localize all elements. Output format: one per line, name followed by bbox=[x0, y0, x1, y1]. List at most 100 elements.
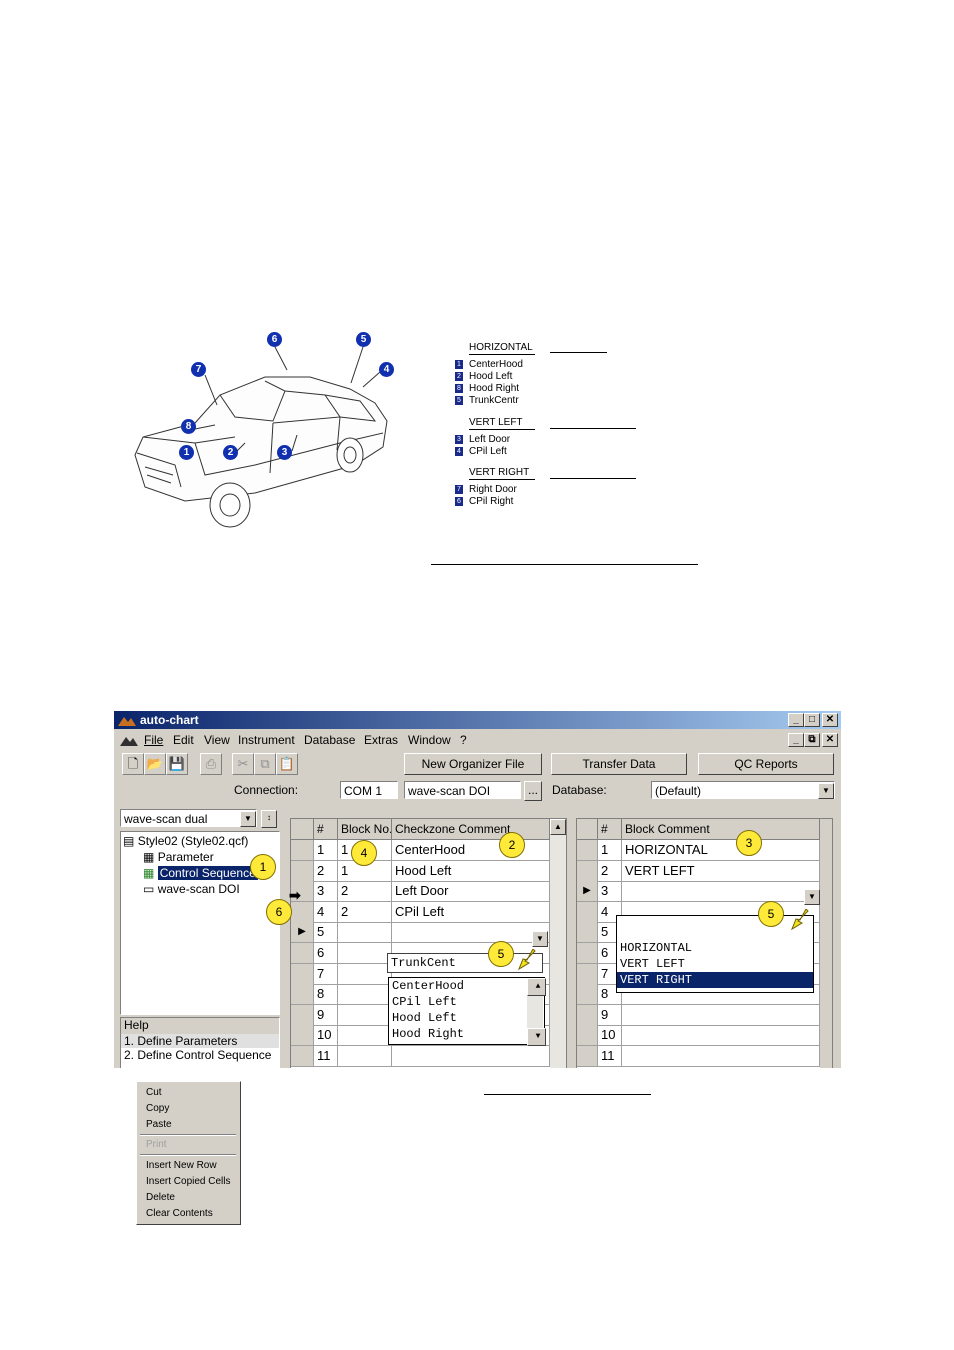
help-item[interactable]: 2. Define Control Sequence bbox=[124, 1048, 272, 1062]
row-selector[interactable] bbox=[577, 840, 598, 861]
close-button[interactable]: ✕ bbox=[822, 713, 838, 727]
tree-item-instrument[interactable]: ▭ wave-scan DOI bbox=[143, 882, 240, 896]
row-selector[interactable] bbox=[291, 881, 314, 903]
menu-instrument[interactable]: Instrument bbox=[238, 733, 295, 747]
tree-root[interactable]: ▤ Style02 (Style02.qcf) bbox=[123, 834, 249, 848]
cell-checkzone-comment[interactable]: CPil Left bbox=[392, 901, 550, 923]
row-selector[interactable] bbox=[577, 1004, 598, 1026]
splitter[interactable] bbox=[282, 807, 290, 1068]
cell-block-no[interactable] bbox=[338, 1004, 392, 1026]
row-selector[interactable] bbox=[577, 860, 598, 882]
browse-button[interactable]: ... bbox=[524, 781, 542, 801]
cell-checkzone-comment[interactable] bbox=[392, 1025, 550, 1047]
row-selector[interactable]: ▶ bbox=[577, 881, 598, 903]
cut-icon[interactable]: ✂ bbox=[232, 753, 254, 775]
menu-item-insert-new-row[interactable]: Insert New Row bbox=[146, 1160, 217, 1171]
doc-minimize-button[interactable]: _ bbox=[788, 733, 804, 747]
cell-block-comment[interactable] bbox=[622, 881, 820, 903]
help-item[interactable]: 1. Define Parameters bbox=[121, 1034, 279, 1048]
row-selector[interactable] bbox=[577, 943, 598, 964]
cell-block-no[interactable]: 2 bbox=[338, 881, 392, 903]
row-selector[interactable] bbox=[291, 943, 314, 964]
dropdown-option[interactable]: Hood Left bbox=[392, 1011, 457, 1025]
cell-block-comment[interactable] bbox=[622, 984, 820, 1006]
chevron-down-icon[interactable]: ▼ bbox=[804, 889, 820, 905]
connection-device-field[interactable]: wave-scan DOI bbox=[404, 781, 521, 799]
dropdown-option-selected[interactable]: VERT RIGHT bbox=[617, 972, 813, 988]
menu-item-paste[interactable]: Paste bbox=[146, 1119, 172, 1130]
maximize-button[interactable]: □ bbox=[804, 713, 820, 727]
row-selector[interactable] bbox=[577, 901, 598, 923]
cell-checkzone-comment[interactable]: CenterHood bbox=[392, 840, 550, 861]
menu-file[interactable]: File bbox=[144, 733, 164, 747]
save-icon[interactable]: 💾 bbox=[166, 753, 188, 775]
cell-block-no[interactable] bbox=[338, 963, 392, 985]
dropdown-scrollbar[interactable]: ▲ ▼ bbox=[527, 978, 546, 1046]
row-selector[interactable]: ▶ bbox=[291, 922, 314, 944]
col-header-block[interactable]: Block No. bbox=[338, 819, 392, 840]
cell-checkzone-comment[interactable]: Left Door bbox=[392, 881, 550, 903]
minimize-button[interactable]: _ bbox=[788, 713, 804, 727]
transfer-data-button[interactable]: Transfer Data bbox=[551, 753, 687, 775]
row-selector[interactable] bbox=[291, 984, 314, 1006]
new-organizer-button[interactable]: New Organizer File bbox=[404, 753, 542, 775]
menu-edit[interactable]: Edit bbox=[173, 733, 194, 747]
chevron-down-icon[interactable]: ▼ bbox=[532, 931, 548, 947]
menu-extras[interactable]: Extras bbox=[364, 733, 399, 747]
menu-item-insert-copied-cells[interactable]: Insert Copied Cells bbox=[146, 1176, 231, 1187]
col-header-block-comment[interactable]: Block Comment bbox=[622, 819, 820, 840]
dropdown-option[interactable]: CenterHood bbox=[392, 979, 465, 993]
chevron-down-icon[interactable]: ▼ bbox=[240, 811, 256, 827]
menu-item-copy[interactable]: Copy bbox=[146, 1103, 170, 1114]
cell-block-no[interactable] bbox=[338, 922, 392, 944]
qc-reports-button[interactable]: QC Reports bbox=[698, 753, 834, 775]
print-icon[interactable]: ⎙ bbox=[200, 753, 222, 775]
cell-block-no[interactable] bbox=[338, 943, 392, 964]
cell-block-no[interactable] bbox=[338, 1025, 392, 1047]
tree-item-control-sequence[interactable]: ▦ Control Sequence bbox=[143, 866, 258, 880]
cell-block-comment[interactable] bbox=[622, 1025, 820, 1047]
row-selector[interactable] bbox=[291, 860, 314, 882]
cell-checkzone-comment[interactable] bbox=[392, 922, 550, 944]
menu-item-delete[interactable]: Delete bbox=[146, 1192, 175, 1203]
menu-database[interactable]: Database bbox=[304, 733, 356, 747]
menu-help[interactable]: ? bbox=[460, 733, 467, 747]
title-bar[interactable]: auto-chart _ □ ✕ bbox=[114, 711, 841, 729]
row-selector[interactable] bbox=[577, 963, 598, 985]
cell-block-no[interactable] bbox=[338, 984, 392, 1006]
row-selector[interactable] bbox=[577, 1025, 598, 1047]
menu-view[interactable]: View bbox=[204, 733, 230, 747]
dropdown-option[interactable]: CPil Left bbox=[392, 995, 457, 1009]
col-header-number[interactable]: # bbox=[314, 819, 338, 840]
left-grid-scrollbar[interactable]: ▲ bbox=[550, 819, 566, 1068]
cell-block-no[interactable]: 1 bbox=[338, 860, 392, 882]
menu-item-cut[interactable]: Cut bbox=[146, 1087, 162, 1098]
row-selector[interactable] bbox=[291, 840, 314, 861]
col-header-number[interactable]: # bbox=[598, 819, 622, 840]
sort-icon[interactable]: ↕ bbox=[261, 810, 277, 828]
col-header-comment[interactable]: Checkzone Comment bbox=[392, 819, 550, 840]
menu-item-clear-contents[interactable]: Clear Contents bbox=[146, 1208, 213, 1219]
new-file-icon[interactable]: 🗋 bbox=[122, 753, 144, 775]
cell-block-comment[interactable] bbox=[622, 1046, 820, 1067]
dropdown-option[interactable]: HORIZONTAL bbox=[620, 941, 693, 955]
cell-checkzone-comment[interactable] bbox=[392, 1046, 550, 1067]
scroll-down-icon[interactable]: ▼ bbox=[527, 1028, 546, 1046]
row-selector[interactable] bbox=[577, 1046, 598, 1067]
dropdown-option[interactable]: Hood Right bbox=[392, 1027, 465, 1041]
scroll-up-icon[interactable]: ▲ bbox=[527, 978, 546, 996]
tree-item-parameter[interactable]: ▦ Parameter bbox=[143, 850, 214, 864]
open-folder-icon[interactable]: 📂 bbox=[144, 753, 166, 775]
instrument-select[interactable]: wave-scan dual ▼ bbox=[120, 809, 257, 827]
doc-restore-button[interactable]: ⧉ bbox=[804, 733, 820, 747]
row-selector[interactable] bbox=[577, 922, 598, 944]
doc-close-button[interactable]: ✕ bbox=[822, 733, 838, 747]
row-selector[interactable] bbox=[291, 1004, 314, 1026]
paste-icon[interactable]: 📋 bbox=[276, 753, 298, 775]
cell-block-comment[interactable]: VERT LEFT bbox=[622, 860, 820, 882]
menu-window[interactable]: Window bbox=[408, 733, 451, 747]
scroll-up-icon[interactable]: ▲ bbox=[550, 819, 566, 835]
database-select[interactable]: (Default) ▼ bbox=[651, 781, 835, 799]
cell-block-comment[interactable] bbox=[622, 1004, 820, 1026]
right-grid-scrollbar[interactable] bbox=[820, 819, 832, 1068]
